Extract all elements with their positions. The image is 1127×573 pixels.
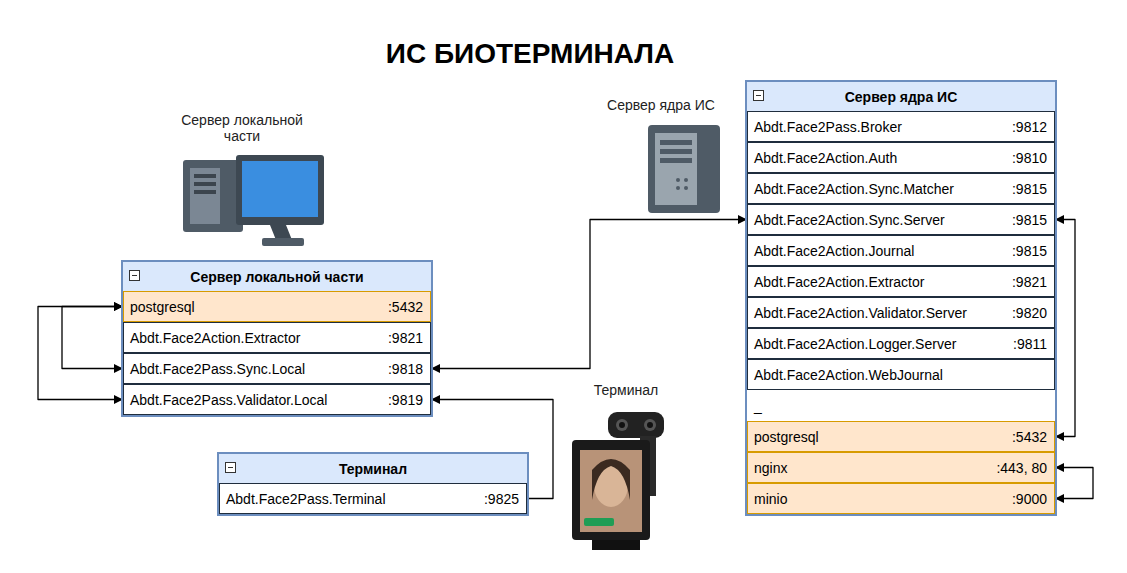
table-container: Сервер локальной части postgresql :5432Abd… — [121, 260, 433, 417]
port-number: :9815 — [1012, 212, 1047, 228]
port-number: :9818 — [388, 361, 423, 377]
local-server-icon — [183, 155, 324, 246]
service-row: Abdt.Face2Action.Journal :9815 — [747, 235, 1055, 266]
service-name: Abdt.Face2Pass.Broker — [754, 119, 902, 135]
service-name: Abdt.Face2Action.Extractor — [754, 274, 924, 290]
service-row: Abdt.Face2Pass.Sync.Local :9818 — [123, 353, 431, 384]
service-row: Abdt.Face2Action.Logger.Server :9811 — [747, 328, 1055, 359]
core-server-icon — [648, 125, 720, 213]
infra-service-row: postgresql :5432 — [747, 421, 1055, 452]
connector-arrow — [1055, 220, 1075, 437]
service-name: Abdt.Face2Action.Sync.Matcher — [754, 181, 954, 197]
port-number: :9820 — [1012, 305, 1047, 321]
service-row: Abdt.Face2Action.Extractor :9821 — [123, 322, 431, 353]
service-name: Abdt.Face2Action.Logger.Server — [754, 336, 956, 352]
service-name: Abdt.Face2Pass.Validator.Local — [130, 392, 327, 408]
connector-arrow — [431, 220, 747, 369]
header-text: Терминал — [339, 461, 407, 477]
service-row: Abdt.Face2Action.Sync.Matcher :9815 — [747, 173, 1055, 204]
table-container: Сервер ядра ИС Abdt.Face2Pass.Broker :9812… — [745, 80, 1057, 516]
diagram-title: ИС БИОТЕРМИНАЛА — [330, 38, 730, 70]
service-row: Abdt.Face2Action.Validator.Server :9820 — [747, 297, 1055, 328]
terminal-photo — [572, 412, 664, 550]
port-number: :9821 — [388, 330, 423, 346]
table-container: ТерминалAbdt.Face2Pass.Terminal :9825 — [217, 452, 529, 516]
connector-arrow — [62, 307, 123, 369]
infra-service-row: nginx :443, 80 — [747, 452, 1055, 483]
service-row: Abdt.Face2Action.Sync.Server :9815 — [747, 204, 1055, 235]
port-number: :9815 — [1012, 181, 1047, 197]
service-name: Abdt.Face2Pass.Terminal — [226, 491, 386, 507]
port-number: :443, 80 — [996, 460, 1047, 476]
header-text: Сервер локальной части — [190, 269, 363, 285]
port-number: :9815 — [1012, 243, 1047, 259]
service-name: minio — [754, 491, 787, 507]
connector-arrow — [1055, 468, 1093, 499]
service-name: Abdt.Face2Pass.Sync.Local — [130, 361, 305, 377]
service-row: Abdt.Face2Action.WebJournal — [747, 359, 1055, 390]
service-row: Abdt.Face2Action.Extractor :9821 — [747, 266, 1055, 297]
collapse-icon — [225, 462, 236, 473]
service-name: postgresql — [130, 299, 195, 315]
table-header: Сервер ядра ИС — [747, 82, 1055, 111]
icon-caption: Терминал — [576, 382, 676, 398]
port-number: :5432 — [388, 299, 423, 315]
service-row: Abdt.Face2Pass.Broker :9812 — [747, 111, 1055, 142]
port-number: :9821 — [1012, 274, 1047, 290]
service-name: Abdt.Face2Action.Sync.Server — [754, 212, 945, 228]
icon-caption: Сервер локальной части — [162, 112, 322, 144]
header-text: Сервер ядра ИС — [845, 89, 958, 105]
port-number: :9810 — [1012, 150, 1047, 166]
connector-arrow — [38, 307, 123, 400]
port-number: :9812 — [1012, 119, 1047, 135]
service-row: Abdt.Face2Action.Auth :9810 — [747, 142, 1055, 173]
infra-service-row: minio :9000 — [747, 483, 1055, 514]
infra-service-row: postgresql :5432 — [123, 291, 431, 322]
port-number: :9819 — [388, 392, 423, 408]
service-name: Abdt.Face2Action.WebJournal — [754, 367, 943, 383]
service-row: Abdt.Face2Pass.Terminal :9825 — [219, 483, 527, 514]
service-name: Abdt.Face2Action.Auth — [754, 150, 897, 166]
port-number: :9811 — [1013, 336, 1047, 352]
collapse-icon — [129, 270, 140, 281]
port-number: :5432 — [1012, 429, 1047, 445]
collapse-icon — [753, 90, 764, 101]
port-number: :9825 — [484, 491, 519, 507]
table-header: Терминал — [219, 454, 527, 483]
service-name: Abdt.Face2Action.Validator.Server — [754, 305, 967, 321]
icon-caption: Сервер ядра ИС — [596, 97, 726, 113]
service-row: _ — [747, 390, 1055, 421]
service-name: Abdt.Face2Action.Extractor — [130, 330, 300, 346]
service-name: _ — [754, 398, 762, 414]
service-row: Abdt.Face2Pass.Validator.Local :9819 — [123, 384, 431, 415]
table-header: Сервер локальной части — [123, 262, 431, 291]
port-number: :9000 — [1012, 491, 1047, 507]
service-name: Abdt.Face2Action.Journal — [754, 243, 914, 259]
service-name: postgresql — [754, 429, 819, 445]
service-name: nginx — [754, 460, 787, 476]
